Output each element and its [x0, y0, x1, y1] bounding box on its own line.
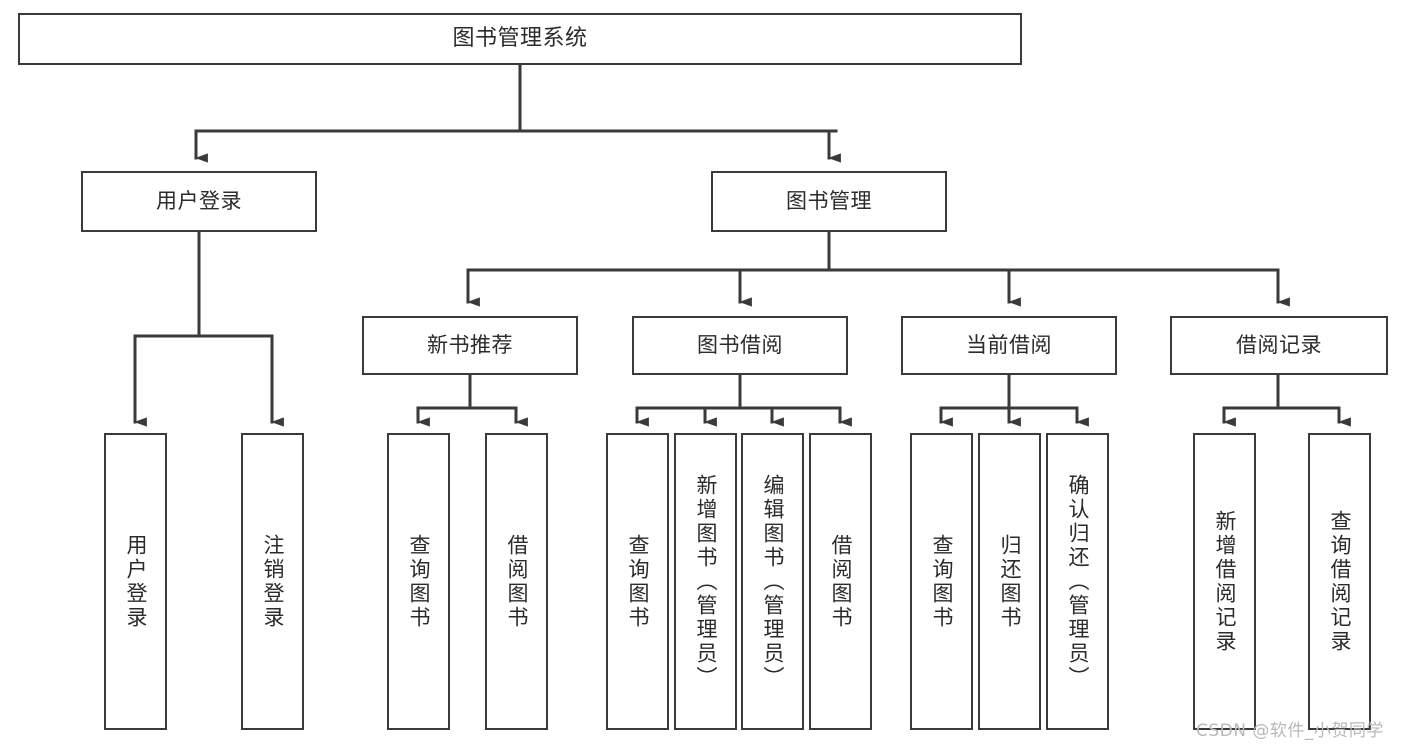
node-root[interactable]: 图书管理系统	[18, 13, 1022, 65]
node-leaf-return-book[interactable]: 归还图书	[978, 433, 1041, 730]
node-book-manage-label: 图书管理	[786, 189, 872, 214]
node-user-login-label: 用户登录	[156, 189, 242, 214]
node-leaf-add-record[interactable]: 新增借阅记录	[1193, 433, 1256, 730]
node-leaf-add-book[interactable]: 新增图书（管理员）	[674, 433, 737, 730]
node-leaf-query-book-2-label: 查询图书	[626, 533, 651, 630]
node-leaf-query-record-label: 查询借阅记录	[1328, 509, 1353, 654]
node-root-label: 图书管理系统	[452, 26, 588, 52]
node-borrow-record[interactable]: 借阅记录	[1170, 316, 1388, 375]
node-leaf-return-book-label: 归还图书	[998, 533, 1023, 630]
node-leaf-query-book-3[interactable]: 查询图书	[910, 433, 973, 730]
node-leaf-edit-book-label: 编辑图书（管理员）	[761, 473, 786, 690]
node-leaf-query-book-3-label: 查询图书	[930, 533, 955, 630]
node-leaf-borrow-book-2-label: 借阅图书	[829, 533, 854, 630]
node-leaf-query-book-1-label: 查询图书	[407, 533, 432, 630]
node-leaf-add-record-label: 新增借阅记录	[1213, 509, 1238, 654]
node-new-book-recommend[interactable]: 新书推荐	[362, 316, 578, 375]
node-current-borrow-label: 当前借阅	[966, 333, 1052, 358]
node-leaf-add-book-label: 新增图书（管理员）	[694, 473, 719, 690]
watermark-text: CSDN @软件_小贺同学	[1196, 721, 1384, 741]
node-book-manage[interactable]: 图书管理	[711, 171, 947, 232]
node-leaf-borrow-book-1-label: 借阅图书	[505, 533, 530, 630]
node-leaf-user-login-label: 用户登录	[124, 533, 149, 630]
node-new-book-recommend-label: 新书推荐	[427, 333, 513, 358]
node-current-borrow[interactable]: 当前借阅	[901, 316, 1117, 375]
node-borrow-record-label: 借阅记录	[1236, 333, 1322, 358]
node-leaf-borrow-book-2[interactable]: 借阅图书	[809, 433, 872, 730]
node-leaf-logout-login[interactable]: 注销登录	[241, 433, 304, 730]
node-leaf-query-book-1[interactable]: 查询图书	[387, 433, 450, 730]
node-leaf-confirm-return[interactable]: 确认归还（管理员）	[1046, 433, 1109, 730]
node-leaf-borrow-book-1[interactable]: 借阅图书	[485, 433, 548, 730]
node-book-borrow[interactable]: 图书借阅	[632, 316, 848, 375]
node-leaf-logout-login-label: 注销登录	[261, 533, 286, 630]
node-book-borrow-label: 图书借阅	[697, 333, 783, 358]
node-leaf-query-book-2[interactable]: 查询图书	[606, 433, 669, 730]
node-leaf-user-login[interactable]: 用户登录	[104, 433, 167, 730]
node-user-login[interactable]: 用户登录	[81, 171, 317, 232]
node-leaf-edit-book[interactable]: 编辑图书（管理员）	[741, 433, 804, 730]
node-leaf-query-record[interactable]: 查询借阅记录	[1308, 433, 1371, 730]
node-leaf-confirm-return-label: 确认归还（管理员）	[1066, 473, 1091, 690]
